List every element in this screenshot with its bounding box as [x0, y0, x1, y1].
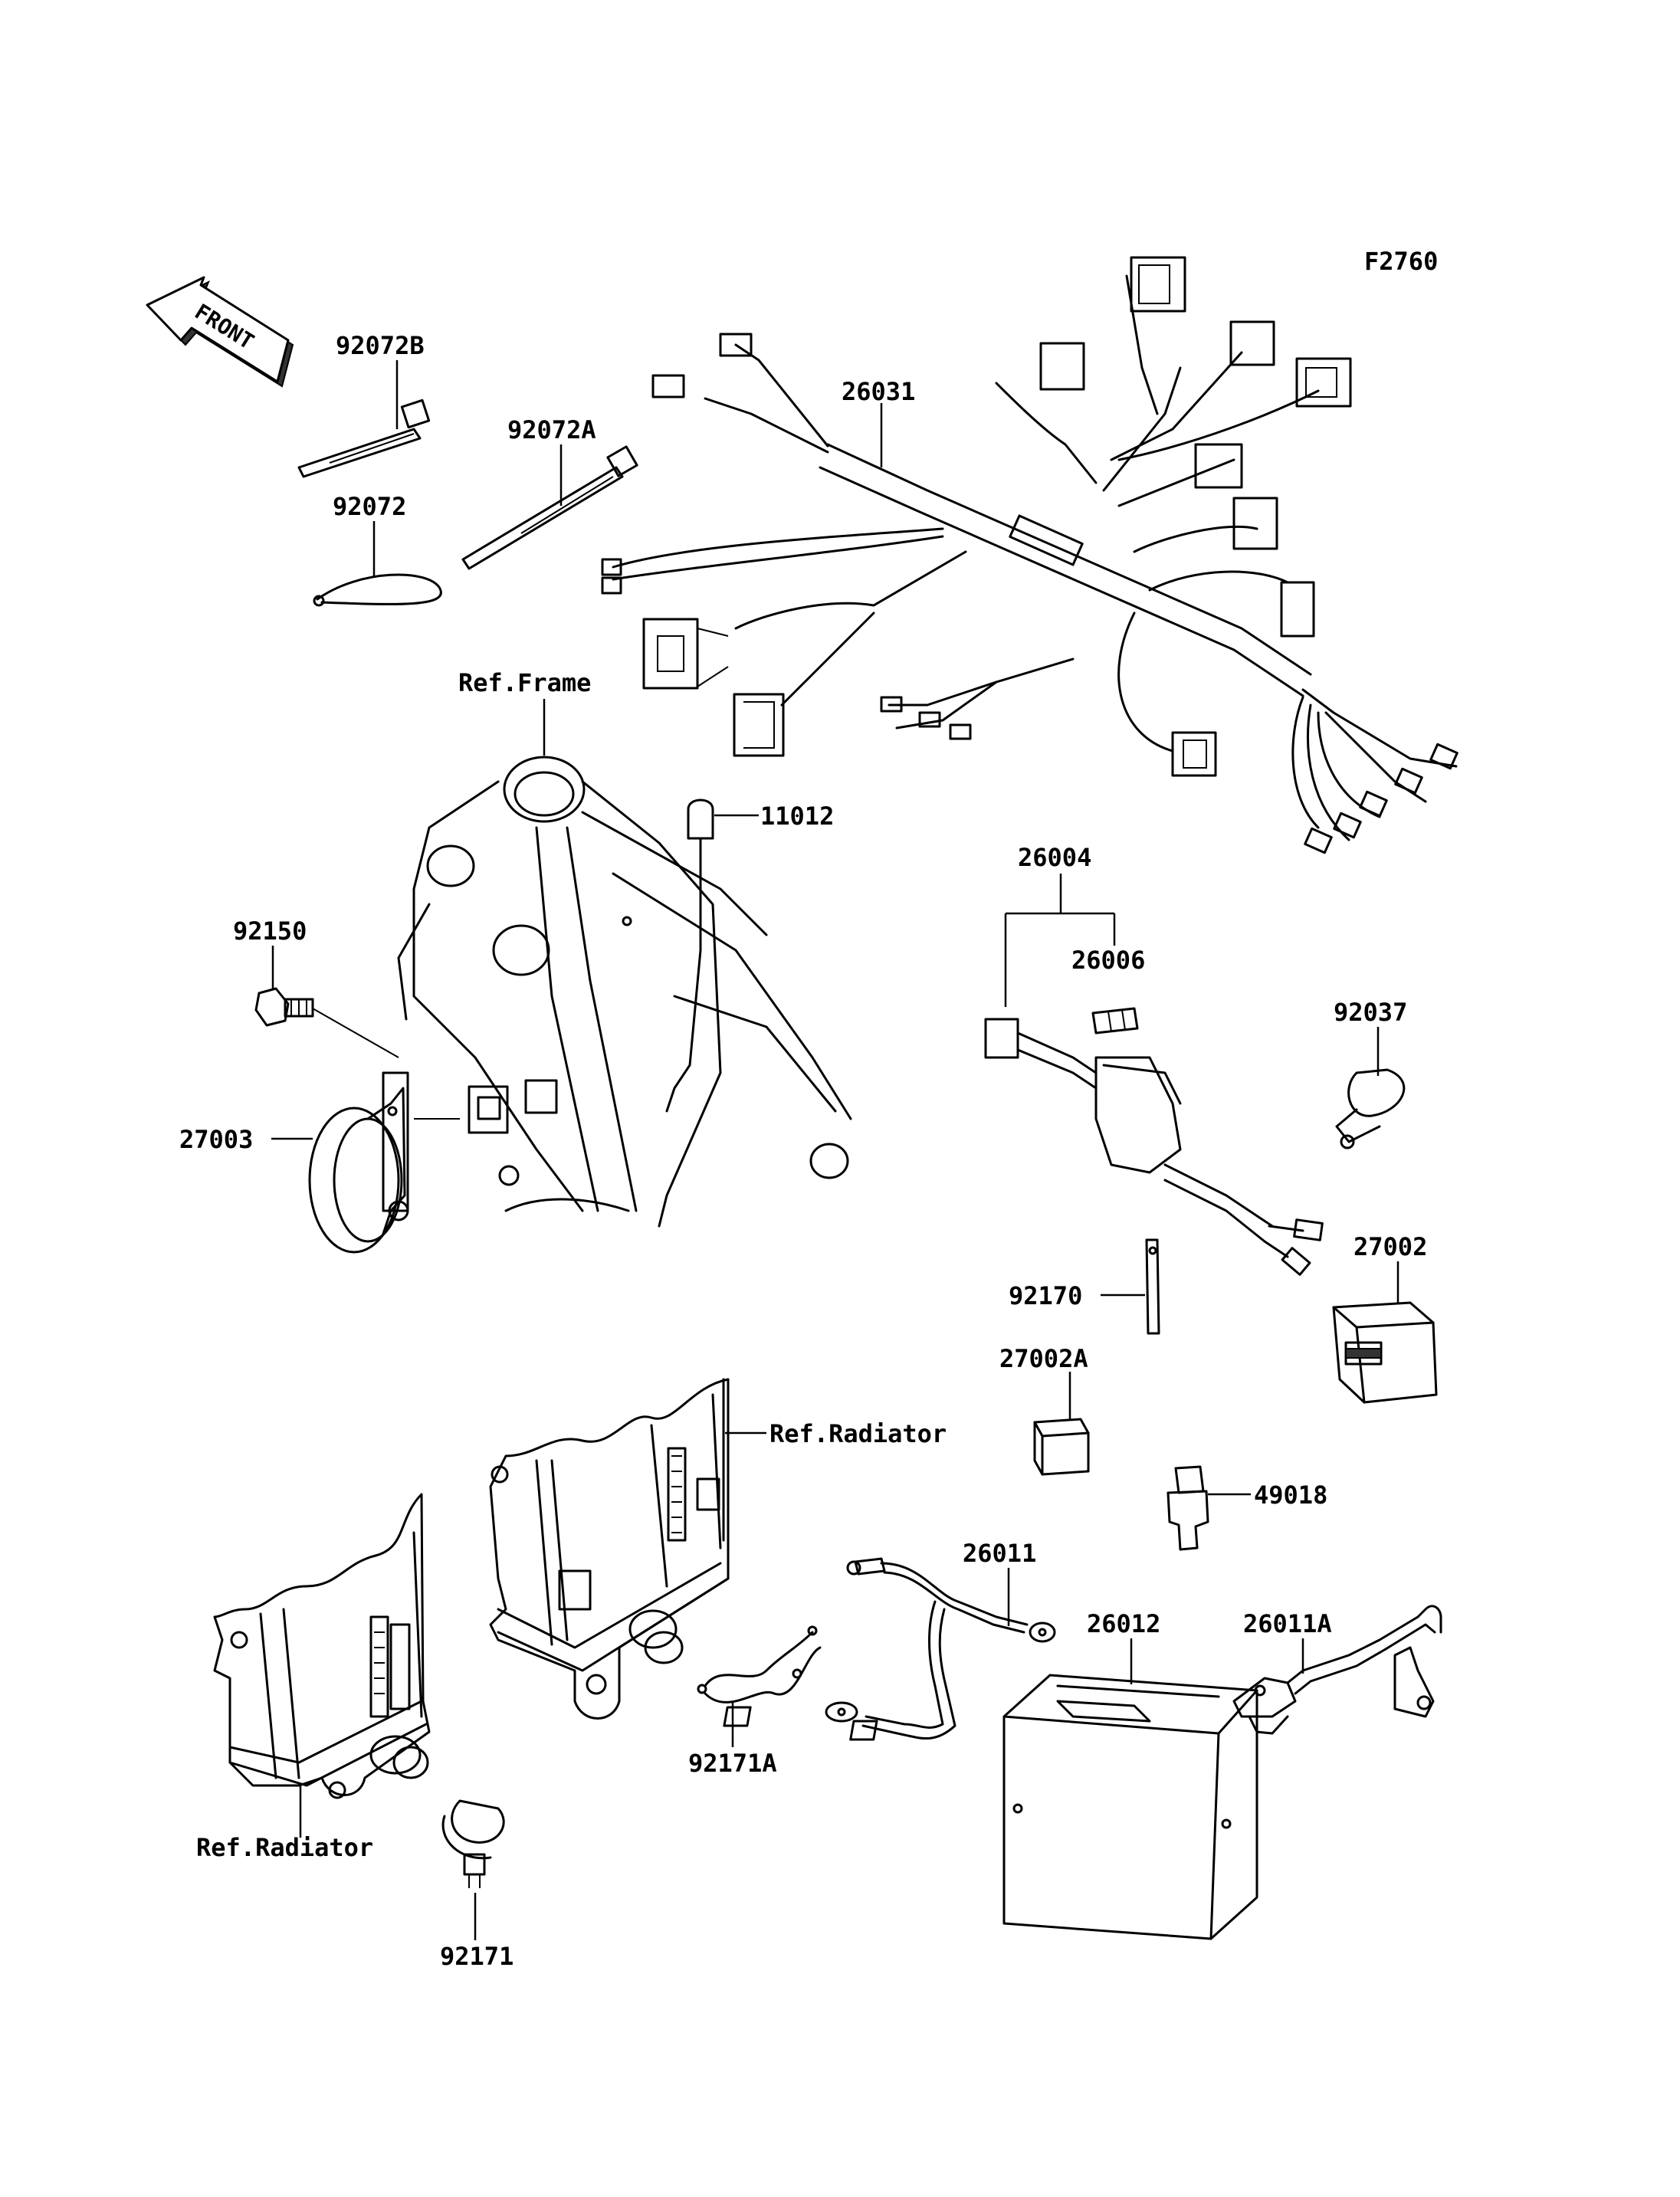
- label-92171: 92171: [440, 1942, 514, 1971]
- battery-cable-26011: [825, 1557, 1056, 1740]
- battery-cable-26011A: [1232, 1605, 1442, 1735]
- label-27002A: 27002A: [999, 1344, 1088, 1373]
- label-27003: 27003: [179, 1125, 253, 1154]
- label-26006: 26006: [1071, 946, 1145, 975]
- front-arrow: FRONT: [146, 276, 294, 388]
- clip-92171: [441, 1799, 505, 1940]
- cable-tie-92072: [313, 521, 442, 607]
- battery-26012: [723, 1638, 1258, 1940]
- strap-92170: [1101, 1238, 1160, 1335]
- label-92150: 92150: [233, 917, 307, 946]
- label-92037: 92037: [1334, 998, 1407, 1027]
- label-26011A: 26011A: [1243, 1609, 1332, 1638]
- cable-tie-92072B: [297, 360, 431, 478]
- label-92170: 92170: [1009, 1281, 1082, 1310]
- label-26004: 26004: [1018, 843, 1091, 872]
- radiator-reference-lower: [213, 1493, 431, 1838]
- label-92072: 92072: [333, 492, 406, 521]
- radiator-reference-upper: [489, 1378, 766, 1720]
- horn-27003: [271, 1071, 460, 1254]
- label-92171A: 92171A: [688, 1749, 777, 1778]
- relay-assembly-26004: [984, 1018, 1324, 1276]
- label-27002: 27002: [1354, 1232, 1427, 1261]
- bolt-92150: [254, 946, 399, 1058]
- frame-reference: [397, 699, 852, 1228]
- cap-11012: [665, 798, 759, 1113]
- bracket-26004: [1004, 874, 1116, 1007]
- cable-tie-92072A: [461, 444, 638, 570]
- label-26012: 26012: [1087, 1609, 1160, 1638]
- main-harness-26031: [601, 256, 1459, 854]
- label-ref-radiator-upper: Ref.Radiator: [769, 1419, 947, 1448]
- clamp-92037: [1335, 1027, 1406, 1149]
- label-ref-radiator-lower: Ref.Radiator: [196, 1833, 373, 1862]
- fuse-26006: [1091, 1007, 1139, 1035]
- connector-49018: [1166, 1465, 1251, 1551]
- label-26031: 26031: [842, 377, 915, 406]
- label-49018: 49018: [1254, 1481, 1327, 1510]
- label-92072B: 92072B: [336, 331, 425, 360]
- label-ref-frame: Ref.Frame: [458, 668, 591, 697]
- label-11012: 11012: [760, 802, 834, 831]
- clip-92171A: [697, 1625, 822, 1747]
- relay-27002A: [1033, 1372, 1090, 1476]
- label-26011: 26011: [963, 1539, 1036, 1568]
- figure-code: F2760: [1364, 247, 1438, 276]
- label-92072A: 92072A: [507, 415, 596, 444]
- relay-27002: [1332, 1261, 1438, 1404]
